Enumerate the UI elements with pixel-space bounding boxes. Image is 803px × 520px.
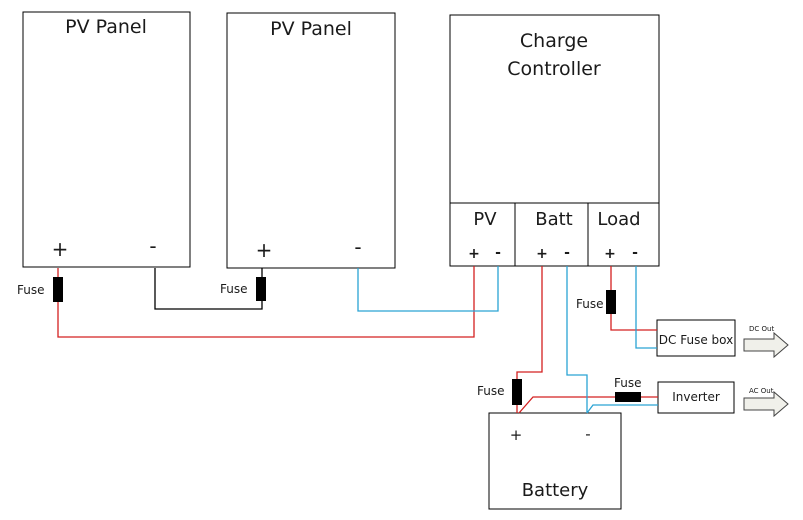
battery-minus: - [585,425,590,443]
batt-section-plus: + [536,246,548,262]
ac-out-arrow: AC Out [743,387,789,418]
charge-controller-title-line1: Charge [520,30,588,52]
dc-fuse-box: DC Fuse box [656,319,736,357]
pv-panel-2: PV Panel + - [226,12,396,269]
wire-load-negative [635,266,657,349]
batt-section-minus: - [564,245,570,261]
pv-panel-2-title: PV Panel [270,18,352,40]
wire-battery-negative [566,266,588,413]
fuse-panel1 [53,277,63,302]
fuse-panel2 [256,277,266,301]
ac-out-label: AC Out [749,387,774,395]
batt-section-label: Batt [535,209,573,230]
battery: + - Battery [488,412,622,510]
battery-box [488,412,622,510]
charge-controller: Charge Controller PV + - Batt + - Load +… [449,14,660,267]
pv-panel-2-plus: + [256,238,273,262]
dc-out-arrow: DC Out [743,325,789,359]
pv-section-plus: + [468,246,480,262]
battery-plus: + [510,426,523,444]
charge-controller-box [449,14,660,267]
dc-fuse-box-label: DC Fuse box [659,333,733,347]
pv-panel-1: PV Panel + - [22,11,191,268]
wire-pv-negative [357,266,499,312]
pv-panel-2-minus: - [354,235,361,259]
fuse-panel1-label: Fuse [17,283,45,297]
dc-out-arrow-shape [743,331,789,359]
dc-fuse-box-rect [656,319,736,357]
pv-panel-1-plus: + [52,237,69,261]
fuse-inverter-label: Fuse [614,376,642,390]
wire-pv-positive [57,266,475,338]
pv-panel-2-box [226,12,396,269]
fuse-load [606,290,616,314]
battery-title: Battery [522,480,589,501]
pv-panel-1-title: PV Panel [65,16,147,38]
wire-inverter-negative [586,404,658,414]
inverter-rect [657,381,735,414]
wire-load-positive [610,266,657,331]
fuse-battery [512,379,522,405]
fuse-load-label: Fuse [576,297,604,311]
inverter: Inverter [657,381,735,414]
fuse-battery-label: Fuse [477,384,505,398]
load-section-minus: - [632,245,638,261]
pv-section-label: PV [473,209,497,230]
dc-out-label: DC Out [749,325,774,333]
pv-section-minus: - [495,245,501,261]
ac-out-arrow-shape [743,390,789,418]
fuse-panel2-label: Fuse [220,282,248,296]
pv-panel-1-minus: - [149,234,156,258]
load-section-plus: + [604,246,616,262]
load-section-label: Load [597,209,640,230]
inverter-label: Inverter [672,390,720,404]
pv-panel-1-box [22,11,191,268]
charge-controller-title-line2: Controller [507,58,601,80]
fuse-inverter [615,392,641,402]
